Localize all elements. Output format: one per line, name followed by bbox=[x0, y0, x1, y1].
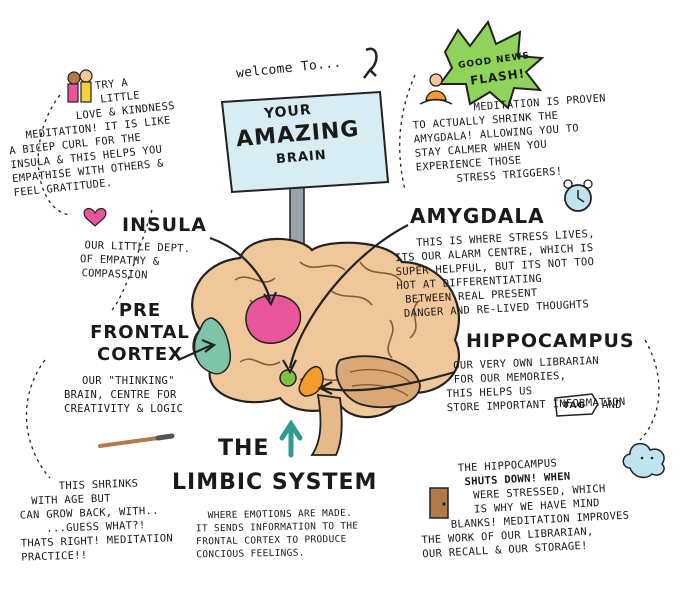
amygdala-title: AMYGDALA bbox=[410, 204, 545, 228]
hippocampus-pointer bbox=[321, 370, 456, 392]
sign-board bbox=[220, 90, 390, 194]
amygdala-pointer bbox=[288, 224, 409, 369]
paintbrush-icon bbox=[98, 433, 175, 448]
heart-icon bbox=[83, 207, 107, 227]
amygdala-text: THIS IS WHERE STRESS LIVES, ITS OUR ALAR… bbox=[394, 227, 596, 320]
tag-shape bbox=[554, 393, 599, 417]
news-burst bbox=[438, 19, 545, 110]
insula-region bbox=[245, 294, 302, 344]
insula-text: OUR LITTLE DEPT. OF EMPATHY & COMPASSION bbox=[79, 239, 191, 282]
prefrontal-text: OUR "THINKING" BRAIN, CENTRE FOR CREATIV… bbox=[64, 375, 184, 415]
alarm-clock-icon bbox=[563, 179, 593, 212]
limbic-text: WHERE EMOTIONS ARE MADE. IT SENDS INFORM… bbox=[195, 507, 359, 561]
limbic-title: LIMBIC SYSTEM bbox=[172, 470, 378, 495]
cloud-icon bbox=[622, 442, 665, 479]
meditating-person-icon bbox=[419, 73, 453, 105]
limbic-up-arrow-icon bbox=[279, 419, 303, 458]
news-text: MEDITATION IS Proven To ACTUALLY SHRINK … bbox=[412, 92, 607, 185]
hippocampus-and: AND bbox=[602, 399, 622, 411]
shrinks-text: THIS SHRINKS WITH AGE BUT CAN GROW BACK,… bbox=[19, 477, 174, 564]
limbic-title-the: THE bbox=[218, 436, 270, 461]
hippocampus-title: HIPPOCAMPUS bbox=[466, 330, 635, 352]
tag-label: TAG bbox=[563, 401, 586, 411]
kindness-text: TRY A LITTLE Love & kindness MEDITATION!… bbox=[8, 76, 176, 200]
amygdala-region bbox=[279, 369, 297, 387]
insula-pointer bbox=[209, 236, 272, 301]
door-icon bbox=[429, 487, 449, 519]
insula-title: INSULA bbox=[122, 214, 207, 236]
hugging-people-icon bbox=[67, 69, 93, 103]
hippo-stress-text: THE HIPPOCAMPUS SHUTS DOWN! WHEN WERE ST… bbox=[421, 457, 630, 561]
hippocampus-text: OUR VERY OWN LIBRARIAN FOR OUR MEMORIES,… bbox=[446, 354, 626, 415]
prefrontal-title: PRE FRONTAL CORTEX bbox=[90, 300, 190, 365]
sign-arrow-icon bbox=[363, 47, 378, 79]
prefrontal-pointer bbox=[177, 343, 213, 362]
